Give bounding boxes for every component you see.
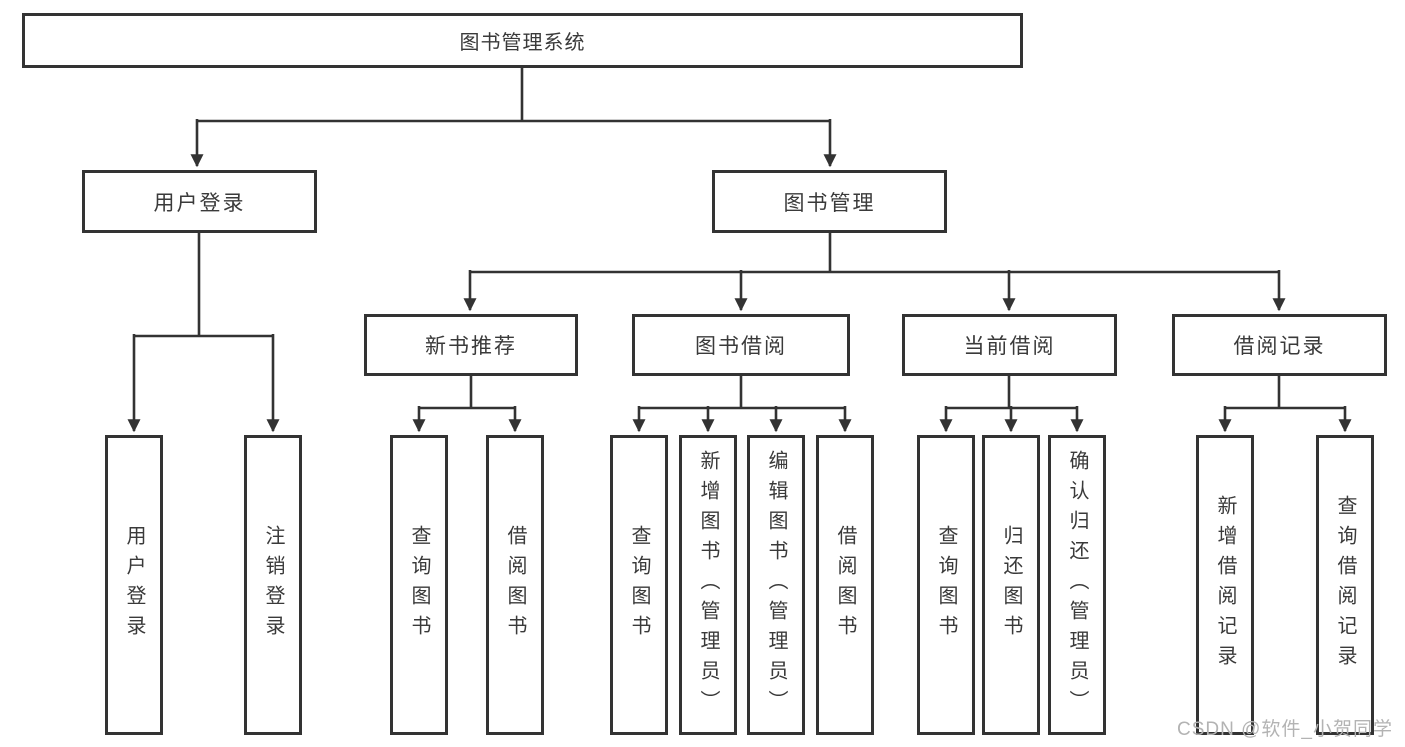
connector-new-book <box>419 376 515 410</box>
leaf-label: 新增图书（管理员） <box>697 450 719 720</box>
leaf-user-login: 用户登录 <box>105 435 163 735</box>
node-user-login: 用户登录 <box>82 170 317 233</box>
leaf-query-books-recommend: 查询图书 <box>390 435 448 735</box>
leaf-query-books-borrowing: 查询图书 <box>610 435 668 735</box>
connector-user-login <box>134 233 273 338</box>
leaf-label: 归还图书 <box>1000 525 1022 645</box>
leaf-query-borrow-record: 查询借阅记录 <box>1316 435 1374 735</box>
leaf-return-books: 归还图书 <box>982 435 1040 735</box>
leaf-label: 查询图书 <box>935 525 957 645</box>
leaf-query-books-current: 查询图书 <box>917 435 975 735</box>
leaf-label: 新增借阅记录 <box>1214 495 1236 675</box>
node-borrowing-records: 借阅记录 <box>1172 314 1387 376</box>
node-book-borrowing: 图书借阅 <box>632 314 850 376</box>
leaf-label: 借阅图书 <box>834 525 856 645</box>
leaf-confirm-return-admin: 确认归还（管理员） <box>1048 435 1106 735</box>
connector-borrow-records <box>1225 376 1345 410</box>
leaf-add-borrow-record: 新增借阅记录 <box>1196 435 1254 735</box>
node-current-borrowing: 当前借阅 <box>902 314 1117 376</box>
connector-book-borrow <box>639 376 845 410</box>
node-library-management-system: 图书管理系统 <box>22 13 1023 68</box>
leaf-label: 查询借阅记录 <box>1334 495 1356 675</box>
connector-root <box>197 68 830 123</box>
leaf-add-book-admin: 新增图书（管理员） <box>679 435 737 735</box>
csdn-watermark: CSDN @软件_小贺同学 <box>1177 719 1393 740</box>
leaf-label: 编辑图书（管理员） <box>765 450 787 720</box>
node-book-management: 图书管理 <box>712 170 947 233</box>
leaf-label: 确认归还（管理员） <box>1066 450 1088 720</box>
node-new-book-recommendation: 新书推荐 <box>364 314 578 376</box>
leaf-borrow-books-recommend: 借阅图书 <box>486 435 544 735</box>
leaf-borrow-books-borrowing: 借阅图书 <box>816 435 874 735</box>
leaf-edit-book-admin: 编辑图书（管理员） <box>747 435 805 735</box>
leaf-label: 注销登录 <box>262 525 284 645</box>
leaf-label: 查询图书 <box>408 525 430 645</box>
leaf-label: 查询图书 <box>628 525 650 645</box>
leaf-label: 借阅图书 <box>504 525 526 645</box>
connector-book-management <box>470 233 1279 274</box>
connector-current-borrow <box>946 376 1077 410</box>
leaf-logout-login: 注销登录 <box>244 435 302 735</box>
leaf-label: 用户登录 <box>123 525 145 645</box>
